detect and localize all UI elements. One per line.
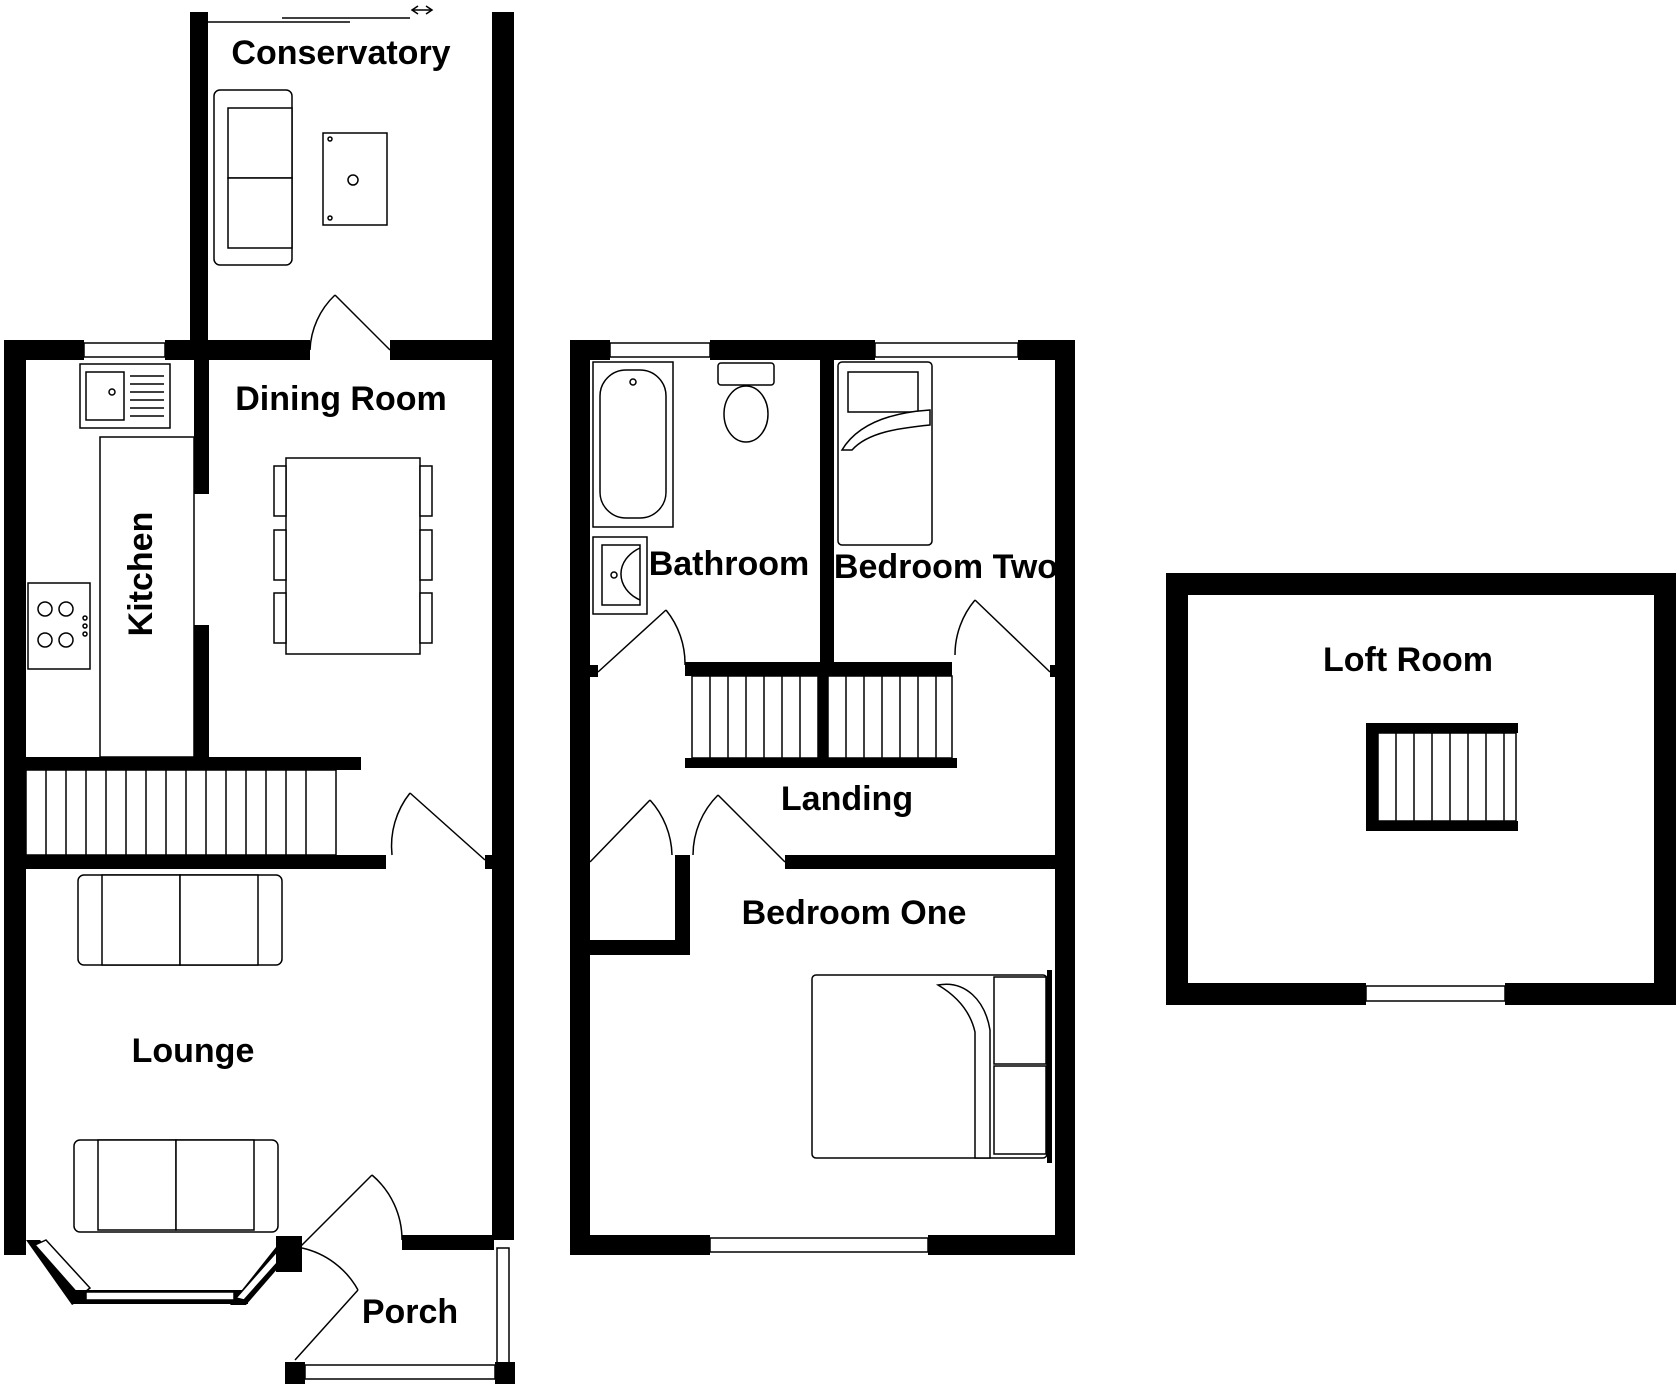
wall <box>285 1362 305 1384</box>
door-swing-icon <box>294 1247 359 1361</box>
wall <box>1166 983 1366 1005</box>
wall <box>190 12 208 342</box>
stairs-icon <box>1366 723 1518 831</box>
wall <box>165 340 310 360</box>
door-swing-icon <box>390 792 486 861</box>
wall <box>194 357 209 494</box>
room-label-bathroom: Bathroom <box>649 545 810 583</box>
wall <box>928 1235 1075 1255</box>
wall <box>390 340 514 360</box>
table-icon <box>322 132 388 226</box>
wall <box>402 1235 494 1250</box>
sofa-icon <box>73 1139 279 1233</box>
room-label-landing: Landing <box>781 780 913 818</box>
wall <box>276 1236 302 1272</box>
door-swing-icon <box>309 294 391 351</box>
wall <box>570 340 590 1255</box>
wall <box>194 625 209 758</box>
wall <box>492 340 514 1240</box>
wall <box>590 940 690 955</box>
door-swing-icon <box>597 609 686 673</box>
first-floor <box>570 340 1075 1255</box>
room-label-kitchen: Kitchen <box>122 512 160 637</box>
room-label-bedroom-one: Bedroom One <box>742 894 967 932</box>
wall <box>1654 573 1676 1005</box>
wall <box>570 1235 710 1255</box>
wall <box>1055 340 1075 1255</box>
window-icon <box>304 1364 496 1380</box>
wall <box>492 12 514 342</box>
room-label-conservatory: Conservatory <box>231 34 450 72</box>
wall <box>710 340 875 360</box>
wall <box>495 1362 515 1384</box>
sink-icon <box>79 363 171 429</box>
wall <box>1166 573 1676 595</box>
wall <box>818 676 828 758</box>
wall <box>26 855 386 869</box>
room-label-bedroom-two: Bedroom Two <box>834 548 1058 586</box>
window-icon <box>4 1239 292 1305</box>
stairs-icon <box>25 769 337 856</box>
wall <box>570 340 610 360</box>
window-icon <box>1365 985 1506 1002</box>
ground-floor <box>4 5 515 1384</box>
bath-icon <box>592 361 674 528</box>
room-label-porch: Porch <box>362 1293 458 1331</box>
table-icon <box>273 457 433 655</box>
door-swing-icon <box>299 1174 403 1248</box>
door-swing-icon <box>954 599 1051 673</box>
wall <box>675 855 690 955</box>
wall <box>26 757 361 770</box>
room-label-dining-room: Dining Room <box>235 380 447 418</box>
room-label-lounge: Lounge <box>132 1032 255 1070</box>
wall <box>685 758 957 768</box>
wall <box>1050 665 1058 677</box>
stairs-icon <box>691 675 819 759</box>
loft-floor <box>1166 573 1676 1005</box>
window-icon <box>609 342 711 358</box>
wall <box>785 855 1055 869</box>
wall <box>4 340 26 1255</box>
window-icon <box>83 342 166 358</box>
sliding-door-icon <box>208 5 434 23</box>
window-icon <box>496 1247 510 1364</box>
bed-icon <box>811 970 1052 1163</box>
wall <box>485 855 499 869</box>
basin-icon <box>592 536 648 615</box>
toilet-icon <box>717 362 775 443</box>
window-icon <box>874 342 1019 358</box>
wall <box>590 665 598 677</box>
window-icon <box>709 1237 929 1253</box>
sofa-icon <box>77 874 283 966</box>
bed-icon <box>837 361 933 546</box>
wall <box>1166 573 1188 1005</box>
door-swing-icon <box>692 794 786 863</box>
wall <box>1505 983 1676 1005</box>
hob-icon <box>27 582 91 670</box>
wall <box>820 357 834 665</box>
door-swing-icon <box>589 799 673 863</box>
wall <box>4 340 84 360</box>
stairs-icon <box>827 675 953 759</box>
sofa-icon <box>213 89 293 266</box>
room-label-loft-room: Loft Room <box>1323 641 1493 679</box>
wall <box>685 662 952 676</box>
